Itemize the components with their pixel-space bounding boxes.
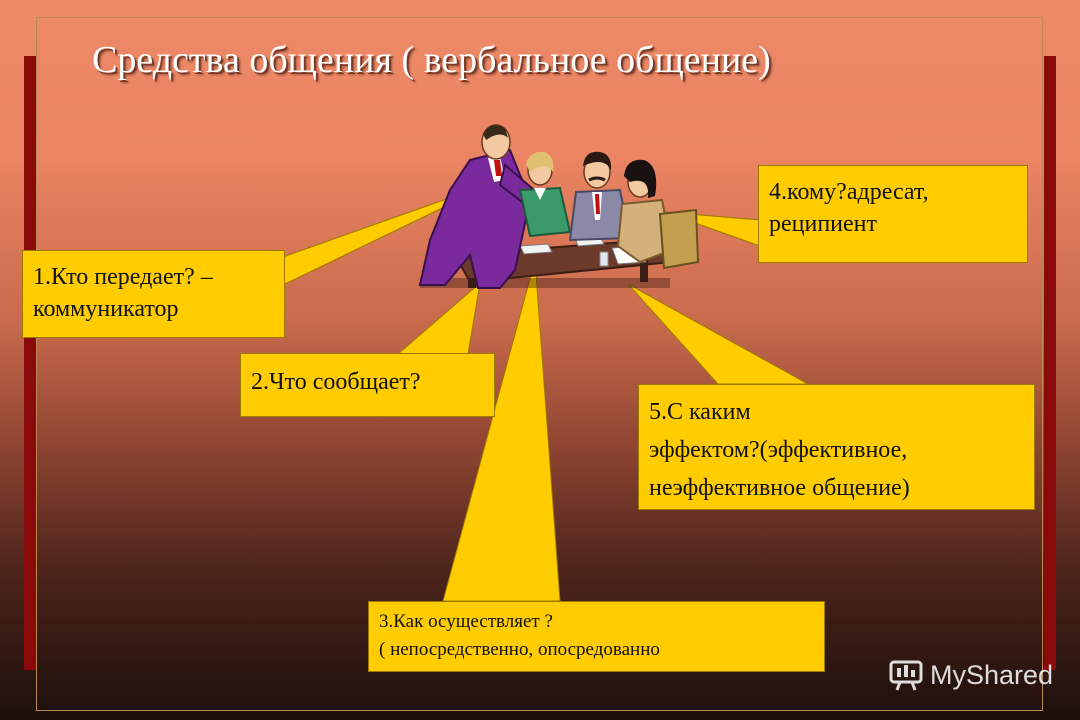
people-at-table-illustration [418, 124, 700, 289]
callout-whom-line2: реципиент [769, 211, 878, 237]
myshared-logo-icon [889, 660, 923, 691]
callout-effect-line1: 5.С каким [649, 399, 751, 425]
callout-how-line1: 3.Как осуществляет ? [379, 611, 553, 632]
pointer-effect [627, 283, 810, 385]
callout-who-line2: коммуникатор [33, 296, 179, 322]
callout-whom-line1: 4.кому?адресат, [769, 179, 929, 205]
myshared-watermark: MyShared [888, 655, 1053, 695]
slide-title: Средства общения ( вербальное общение) [92, 39, 771, 81]
callout-with-what-effect: 5.С каким эффектом?(эффективное, неэффек… [638, 384, 1035, 510]
callout-how-line2: ( непосредственно, опосредованно [379, 639, 660, 660]
callout-what-line1: 2.Что сообщает? [251, 369, 421, 395]
callout-effect-line3: неэффективное общение) [649, 475, 910, 501]
right-accent-bar [1044, 56, 1056, 670]
callout-how-carried-out: 3.Как осуществляет ? ( непосредственно, … [368, 601, 825, 672]
callout-what-communicates: 2.Что сообщает? [240, 353, 495, 417]
callout-effect-line2: эффектом?(эффективное, [649, 437, 908, 463]
watermark-text: MyShared [930, 659, 1054, 690]
callout-to-whom: 4.кому?адресат, реципиент [758, 165, 1028, 263]
callout-who-transmits: 1.Кто передает? – коммуникатор [22, 250, 285, 338]
callout-who-line1: 1.Кто передает? – [33, 264, 213, 290]
pointer-what [396, 281, 481, 355]
left-accent-bar [24, 56, 36, 670]
slide-frame [36, 17, 1043, 711]
